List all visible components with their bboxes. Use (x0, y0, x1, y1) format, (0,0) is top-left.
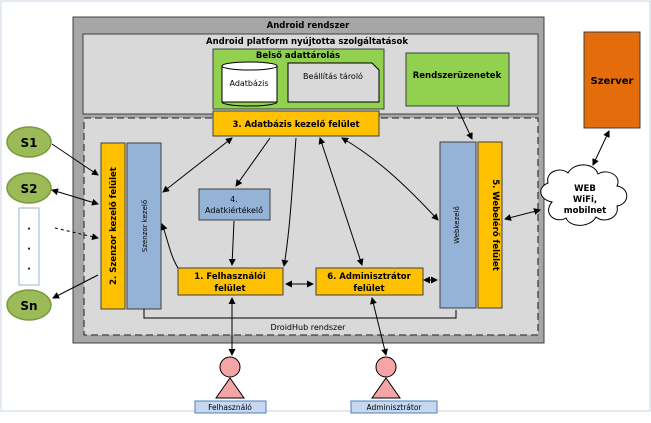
web-interface-box (477, 141, 503, 309)
sensor-manager-label: Szenzor kezelő (140, 200, 149, 252)
sensor-ellipsis-box (18, 207, 40, 286)
sensor-s2-label: S2 (21, 182, 38, 196)
web-manager-label: Webkezelő (452, 206, 461, 244)
sensor-manager-box (126, 142, 162, 310)
cloud-line2: WiFi, (573, 195, 597, 205)
platform-services-label: Android platform nyújtotta szolgáltatáso… (206, 37, 408, 47)
user-interface-box (177, 267, 284, 296)
connectors (51, 106, 610, 356)
admin-interface-line1: 6. Adminisztrátor (327, 272, 411, 282)
server-box (583, 31, 641, 129)
db-interface-label: 3. Adatbázis kezelő felület (232, 120, 359, 130)
arrow-web-cloud (504, 208, 541, 221)
system-messages-box (405, 52, 510, 107)
admin-interface-line2: felület (353, 284, 384, 294)
cloud-line3: mobilnet (564, 206, 607, 216)
data-evaluator-box (198, 188, 271, 221)
dot-1: · (27, 224, 31, 235)
arrow-user-sensor (160, 223, 179, 269)
arrow-cloud-server (592, 130, 610, 166)
arrow-actor-admin (370, 297, 388, 356)
settings-store-box (287, 62, 380, 103)
dot-2: · (27, 244, 31, 255)
sensor-sn: Sn (6, 289, 52, 321)
sensor-s2: S2 (6, 172, 52, 204)
admin-actor-icon (371, 356, 401, 399)
db-interface-box (212, 110, 380, 137)
web-manager-box (439, 141, 477, 309)
internal-storage-label: Belső adattárolás (256, 51, 340, 61)
arrow-s1-sensor (51, 143, 99, 176)
web-interface-label: 5. Webelérő felület (490, 179, 501, 271)
system-messages-label: Rendszerüzenetek (413, 71, 502, 81)
arrow-s2-sensor (51, 188, 99, 206)
arrow-dots-sensor (54, 227, 99, 241)
sensor-s1: S1 (6, 126, 52, 158)
settings-store-label: Beállítás tároló (303, 71, 363, 81)
arrow-sensor-sn (52, 274, 99, 299)
user-actor-icon (215, 356, 245, 399)
database-icon (221, 61, 278, 107)
arrow-evaluator-user (228, 220, 236, 266)
droidhub-label: DroidHub rendszer (271, 323, 347, 332)
data-evaluator-line2: Adatkiértékelő (205, 205, 263, 215)
admin-actor-label: Adminisztrátor (366, 403, 422, 412)
sensor-interface-label: 2. Szenzor kezelő felület (109, 167, 119, 285)
data-evaluator-line1: 4. (230, 195, 238, 204)
sensor-sn-label: Sn (20, 299, 37, 313)
arrow-messages-web (456, 106, 473, 140)
admin-actor-box (350, 400, 438, 414)
user-actor-label: Felhasználó (208, 403, 252, 412)
dot-3: · (27, 264, 31, 275)
arrow-db-evaluator (235, 137, 271, 187)
server-label: Szerver (591, 76, 634, 87)
admin-interface-box (315, 267, 424, 296)
arrow-db-sensor (162, 137, 233, 193)
user-interface-line2: felület (214, 284, 245, 294)
android-system-title: Android rendszer (267, 21, 351, 31)
line-sensor-web (143, 309, 457, 319)
web-cloud-icon (540, 164, 628, 226)
arrow-db-admin (318, 137, 364, 266)
arrow-db-user (281, 137, 297, 267)
arrow-db-web (341, 137, 439, 221)
sensor-interface-box (100, 142, 126, 310)
user-actor-box (194, 400, 267, 414)
cloud-line1: WEB (574, 184, 596, 194)
sensor-s1-label: S1 (21, 136, 38, 150)
database-label: Adatbázis (229, 79, 268, 88)
user-interface-line1: 1. Felhasználói (194, 271, 266, 282)
